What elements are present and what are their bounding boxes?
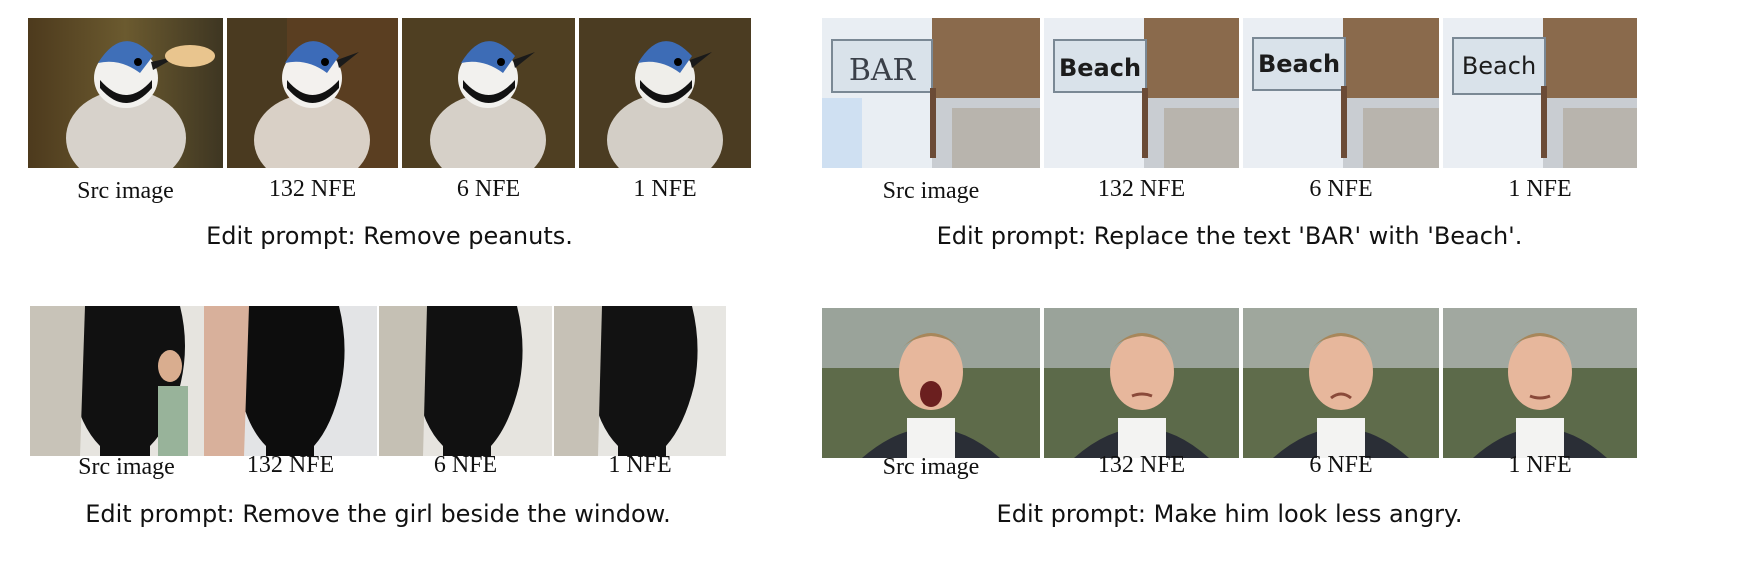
street-photo: Beach	[1443, 18, 1637, 168]
bluejay-photo	[579, 18, 751, 168]
panel-beach-sign: BAR Beach Beach	[822, 18, 1702, 250]
image-tile-1nfe: Beach	[1443, 18, 1637, 168]
image-tile-132nfe	[204, 306, 377, 456]
edit-prompt: Edit prompt: Remove the girl beside the …	[85, 500, 671, 528]
image-tile-132nfe	[227, 18, 398, 168]
image-tile-src	[30, 306, 223, 456]
caption-132nfe: 132 NFE	[246, 452, 335, 478]
window-photo	[554, 306, 726, 456]
caption-132nfe: 132 NFE	[268, 176, 357, 202]
caption-1nfe: 1 NFE	[633, 176, 697, 202]
image-tile-6nfe	[1243, 308, 1439, 458]
panel-boy: Src image 132 NFE 6 NFE 1 NFE Edit promp…	[822, 308, 1702, 548]
caption-132nfe: 132 NFE	[1097, 176, 1186, 202]
caption-132nfe: 132 NFE	[1097, 452, 1186, 478]
image-tile-1nfe	[554, 306, 726, 456]
bluejay-photo	[227, 18, 398, 168]
caption-src: Src image	[78, 454, 175, 480]
boy-photo	[1243, 308, 1439, 458]
image-tile-6nfe	[379, 306, 552, 456]
caption-1nfe: 1 NFE	[1508, 176, 1572, 202]
caption-1nfe: 1 NFE	[608, 452, 672, 478]
caption-1nfe: 1 NFE	[1508, 452, 1572, 478]
panel-bluejay: Src image 132 NFE 6 NFE 1 NFE Edit promp…	[28, 18, 808, 250]
panel-window: Src image 132 NFE 6 NFE 1 NFE Edit promp…	[30, 306, 810, 546]
image-tile-132nfe: Beach	[1044, 18, 1239, 168]
caption-src: Src image	[882, 178, 980, 204]
edit-prompt: Edit prompt: Replace the text 'BAR' with…	[936, 222, 1523, 250]
street-photo: Beach	[1044, 18, 1239, 168]
street-photo: Beach	[1243, 18, 1439, 168]
window-photo	[30, 306, 223, 456]
sign-text: Beach	[1462, 52, 1536, 80]
image-tile-src	[822, 308, 1040, 458]
boy-photo	[1044, 308, 1239, 458]
image-tile-6nfe	[402, 18, 575, 168]
bluejay-photo	[402, 18, 575, 168]
image-tile-src: BAR	[822, 18, 1040, 168]
caption-6nfe: 6 NFE	[433, 452, 498, 478]
image-tile-6nfe: Beach	[1243, 18, 1439, 168]
sign-text: BAR	[849, 53, 917, 88]
edit-prompt: Edit prompt: Remove peanuts.	[206, 222, 573, 250]
window-photo	[379, 306, 552, 456]
caption-6nfe: 6 NFE	[456, 176, 521, 202]
bluejay-photo	[28, 18, 223, 168]
image-tile-1nfe	[579, 18, 751, 168]
edit-prompt: Edit prompt: Make him look less angry.	[996, 500, 1463, 528]
image-tile-src	[28, 18, 223, 168]
boy-photo	[822, 308, 1040, 458]
image-tile-1nfe	[1443, 308, 1637, 458]
caption-6nfe: 6 NFE	[1309, 176, 1373, 202]
street-photo: BAR	[822, 18, 1040, 168]
boy-photo	[1443, 308, 1637, 458]
window-photo	[204, 306, 377, 456]
caption-src: Src image	[882, 454, 980, 480]
sign-text: Beach	[1258, 50, 1340, 78]
caption-6nfe: 6 NFE	[1309, 452, 1373, 478]
image-tile-132nfe	[1044, 308, 1239, 458]
caption-src: Src image	[77, 178, 174, 204]
sign-text: Beach	[1059, 54, 1141, 82]
